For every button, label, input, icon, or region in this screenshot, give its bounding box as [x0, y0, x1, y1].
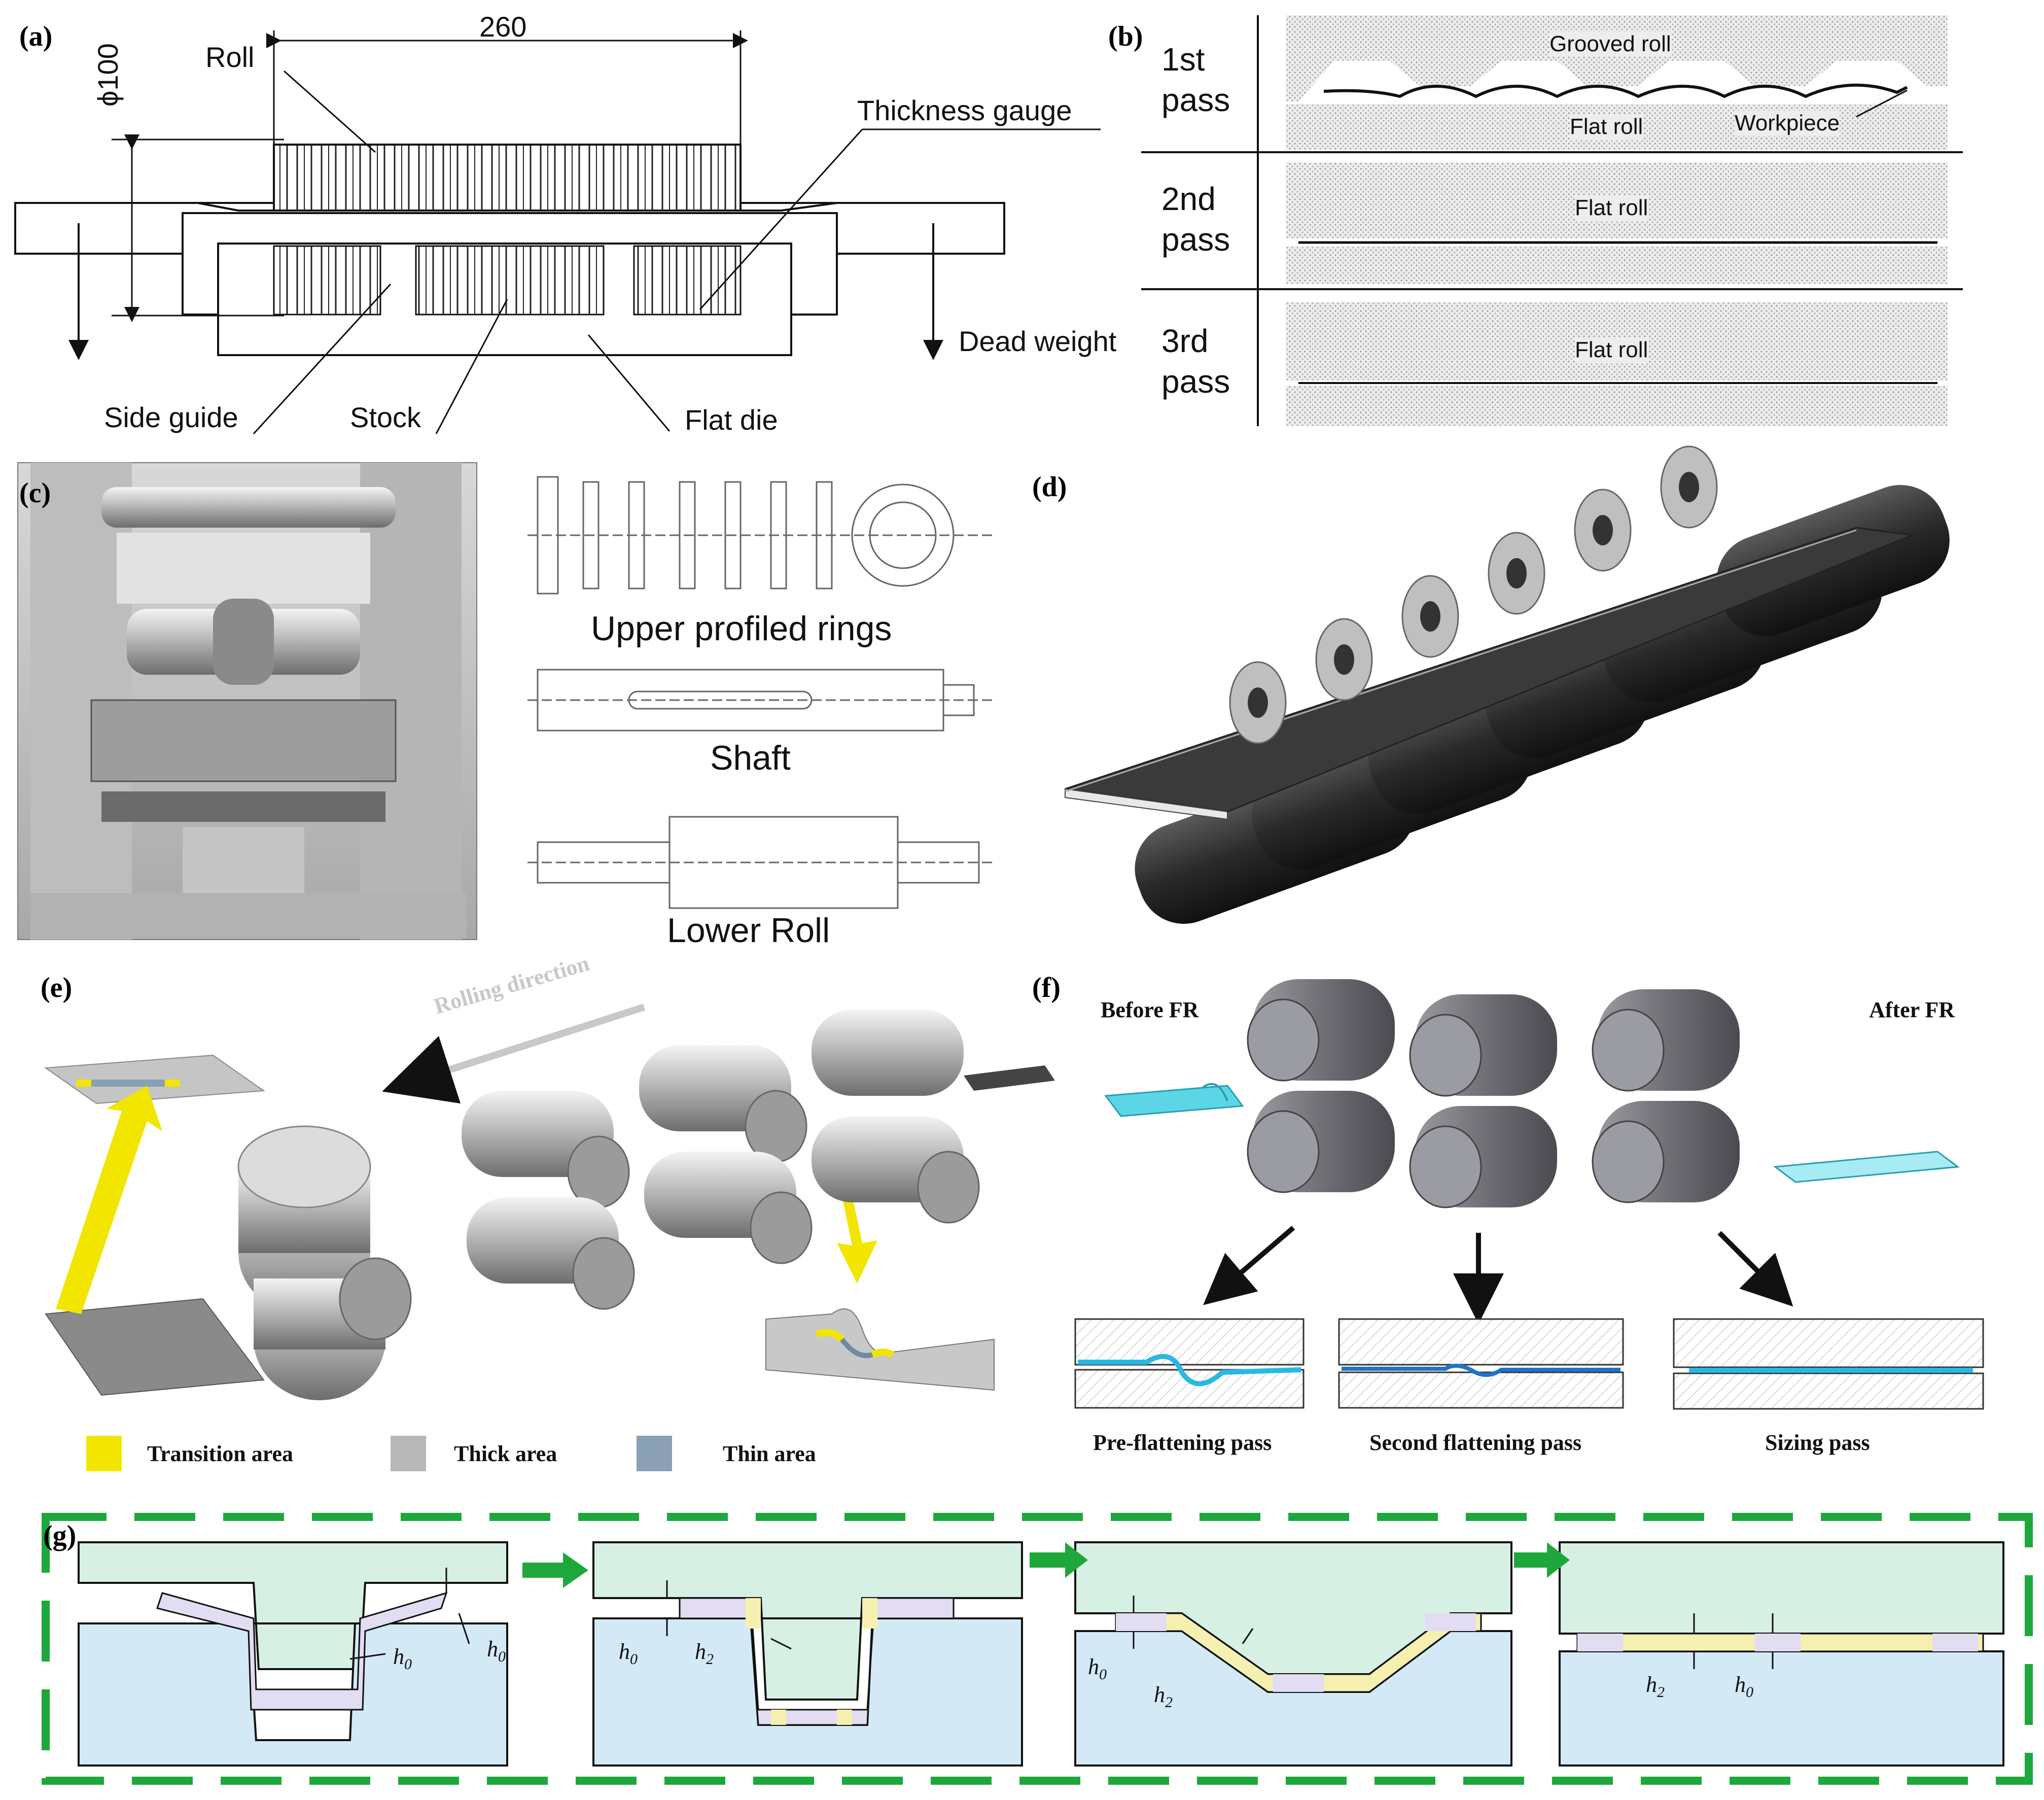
pass2-label-line2: pass: [1161, 221, 1230, 258]
label-h2-step3: h2: [1154, 1682, 1173, 1711]
label-flat-roll-3: Flat roll: [1575, 337, 1648, 363]
label-h0-step4: h0: [1735, 1672, 1753, 1701]
label-before-fr: Before FR: [1101, 997, 1199, 1022]
panel-label-b: (b): [1108, 21, 1143, 52]
panel-g-sections: [42, 1513, 2033, 1785]
dimension-diameter: ϕ100: [92, 43, 124, 107]
label-h2-step4: h2: [1646, 1672, 1665, 1701]
legend-label-thin: Thin area: [723, 1441, 816, 1466]
label-second-flattening-pass: Second flattening pass: [1369, 1430, 1582, 1455]
dimension-width: 260: [479, 11, 527, 43]
panel-label-f: (f): [1032, 972, 1061, 1003]
label-thickness-gauge: Thickness gauge: [857, 94, 1072, 126]
pass1-label-line1: 1st: [1161, 41, 1205, 78]
second-flattening-section: [1338, 1318, 1624, 1409]
legend-swatch-thin: [637, 1436, 672, 1471]
label-roll: Roll: [205, 41, 255, 73]
label-h0-step2: h0: [619, 1639, 638, 1668]
panel-label-d: (d): [1032, 471, 1067, 503]
pass2-label-line1: 2nd: [1161, 181, 1216, 217]
panel-f-3d: [1074, 979, 1984, 1410]
label-h0-step1-b: h0: [487, 1637, 506, 1665]
label-flat-roll-1: Flat roll: [1570, 114, 1643, 140]
label-h0-step1-a: h0: [393, 1644, 412, 1673]
legend-label-thick: Thick area: [454, 1441, 557, 1466]
label-h0-step3: h0: [1088, 1654, 1107, 1683]
label-h2-step2: h2: [695, 1639, 714, 1668]
pass3-label-line2: pass: [1161, 363, 1230, 400]
label-grooved-roll: Grooved roll: [1549, 31, 1671, 57]
label-sizing-pass: Sizing pass: [1765, 1430, 1870, 1455]
panel-c-part-drawings: [527, 476, 994, 909]
sizing-section: [1673, 1318, 1984, 1410]
panel-b-drawing: [1141, 15, 1963, 426]
panel-c-photo: [17, 462, 477, 940]
panel-d-3d: [1065, 445, 1950, 924]
label-workpiece: Workpiece: [1735, 111, 1840, 136]
panel-label-c: (c): [19, 477, 51, 509]
label-shaft: Shaft: [710, 739, 791, 777]
panel-label-g: (g): [43, 1520, 77, 1551]
label-stock: Stock: [350, 401, 421, 433]
panel-e-3d: [44, 1003, 1055, 1400]
legend-swatch-transition: [86, 1436, 122, 1471]
label-lower-roll: Lower Roll: [667, 911, 830, 950]
label-upper-profiled-rings: Upper profiled rings: [591, 609, 892, 648]
label-side-guide: Side guide: [104, 401, 238, 433]
label-after-fr: After FR: [1869, 997, 1955, 1022]
pre-flattening-section: [1074, 1318, 1305, 1409]
label-flat-roll-2: Flat roll: [1575, 195, 1648, 221]
ring-group: [1229, 445, 1718, 744]
panel-label-e: (e): [41, 972, 73, 1003]
legend-swatch-thick: [391, 1436, 426, 1471]
pass3-label-line1: 3rd: [1161, 323, 1209, 359]
legend-label-transition: Transition area: [147, 1441, 294, 1466]
label-dead-weight: Dead weight: [959, 325, 1117, 357]
label-flat-die: Flat die: [685, 404, 778, 436]
pass1-label-line2: pass: [1161, 82, 1230, 118]
panel-a-drawing: [14, 30, 1101, 435]
label-pre-flattening-pass: Pre-flattening pass: [1093, 1430, 1272, 1455]
panel-label-a: (a): [19, 21, 53, 52]
